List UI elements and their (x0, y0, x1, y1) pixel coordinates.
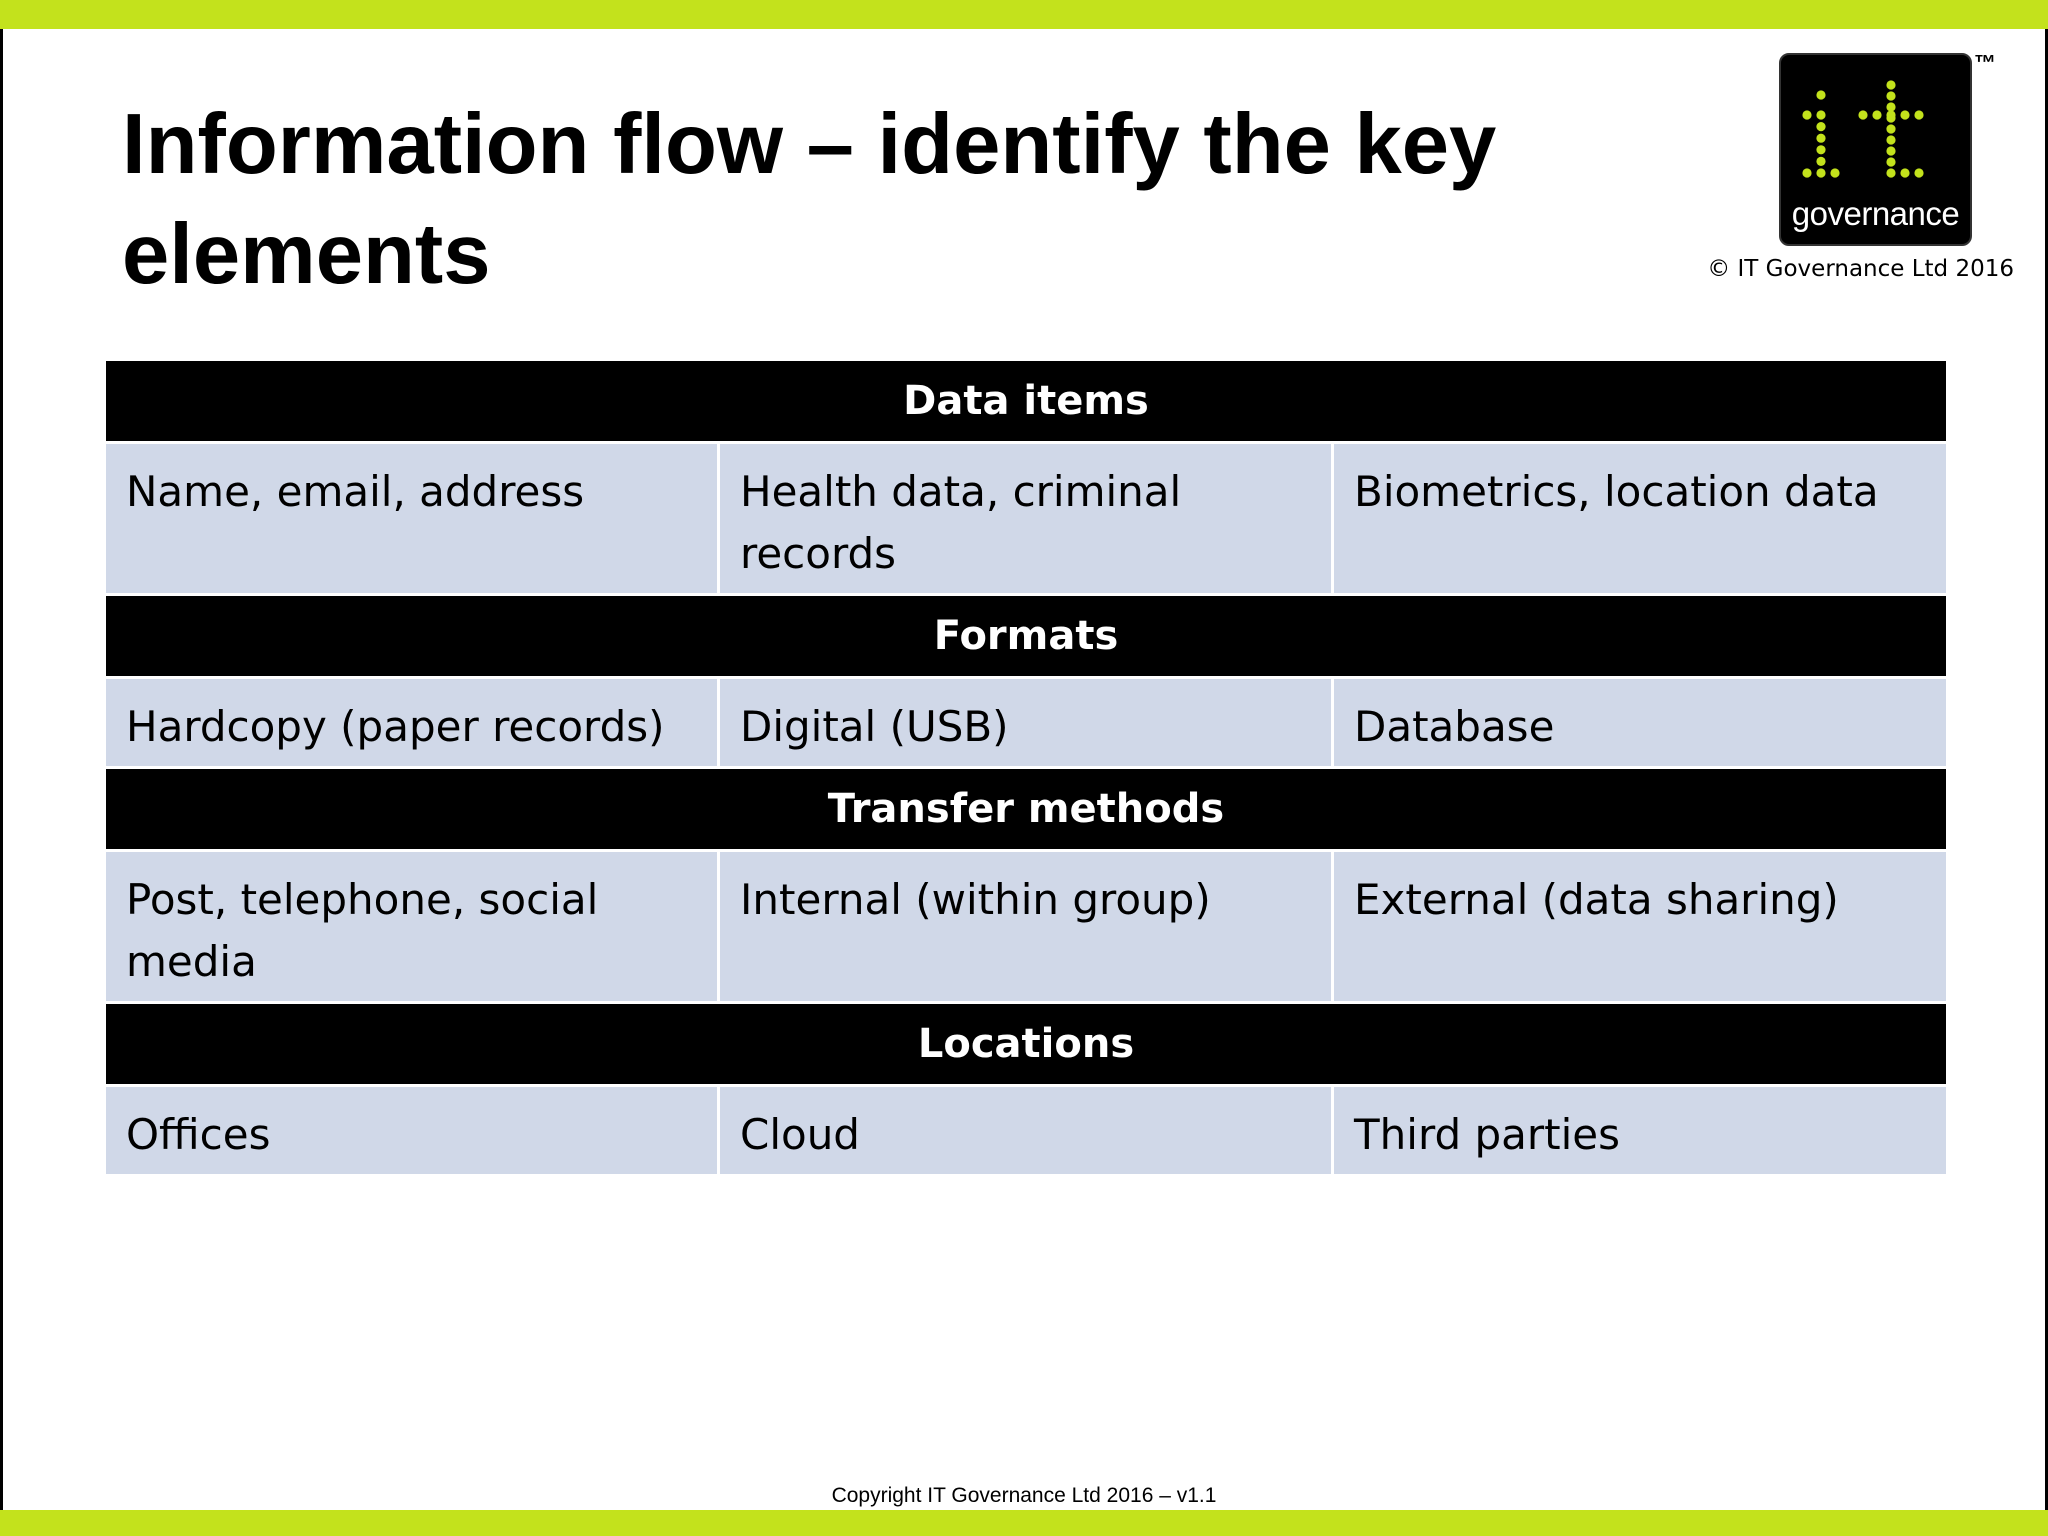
table-cell: Digital (USB) (717, 676, 1334, 769)
logo-dot (1816, 145, 1826, 155)
logo-dot (1816, 110, 1826, 120)
table-cell: Post, telephone, social media (103, 849, 720, 1004)
logo-dot (1886, 146, 1896, 156)
section-header-data-items: Data items (102, 358, 1950, 444)
logo-dot (1886, 135, 1896, 145)
logo-dot (1886, 157, 1896, 167)
table-cell: Offices (103, 1084, 720, 1177)
it-governance-logo: governance (1779, 53, 1972, 246)
logo-dot (1858, 110, 1868, 120)
logo-dot (1816, 122, 1826, 132)
bottom-accent-bar (0, 1510, 2048, 1536)
logo-dot (1886, 168, 1896, 178)
table-cell: Internal (within group) (717, 849, 1334, 1004)
trademark-symbol: ™ (1974, 50, 1996, 75)
information-flow-table: Data items Name, email, address Health d… (102, 358, 1950, 1177)
logo-dot (1886, 124, 1896, 134)
table-cell: Database (1330, 676, 1950, 769)
section-header-transfer-methods: Transfer methods (102, 766, 1950, 852)
table-cell: Hardcopy (paper records) (103, 676, 720, 769)
logo-dot (1914, 168, 1924, 178)
logo-dot (1900, 168, 1910, 178)
table-cell: Health data, criminal records (717, 441, 1334, 596)
table-cell: Biometrics, location data (1330, 441, 1950, 596)
logo-dot (1830, 168, 1840, 178)
logo-dot (1914, 110, 1924, 120)
logo-dot (1816, 168, 1826, 178)
footer-copyright: Copyright IT Governance Ltd 2016 – v1.1 (831, 1484, 1217, 1507)
section-header-formats: Formats (102, 593, 1950, 679)
logo-dot (1816, 156, 1826, 166)
it-dot-matrix-icon (1802, 80, 1924, 178)
table-cell: Cloud (717, 1084, 1334, 1177)
logo-dot (1872, 110, 1882, 120)
logo-dot (1802, 110, 1812, 120)
logo-dot (1816, 133, 1826, 143)
table-cell: Name, email, address (103, 441, 720, 596)
logo-dot (1900, 110, 1910, 120)
logo-wordmark: governance (1791, 195, 1960, 232)
logo-dot (1886, 102, 1896, 112)
logo-dot (1816, 90, 1826, 100)
logo-dot (1886, 91, 1896, 101)
logo-dot (1886, 110, 1896, 120)
section-header-locations: Locations (102, 1001, 1950, 1087)
top-accent-bar (0, 0, 2048, 29)
logo-dot (1886, 80, 1896, 90)
table-cell: Third parties (1330, 1084, 1950, 1177)
copyright-top: © IT Governance Ltd 2016 (1707, 256, 2014, 282)
slide-title: Information flow – identify the key elem… (122, 97, 1497, 302)
table-cell: External (data sharing) (1330, 849, 1950, 1004)
logo-dot (1802, 168, 1812, 178)
